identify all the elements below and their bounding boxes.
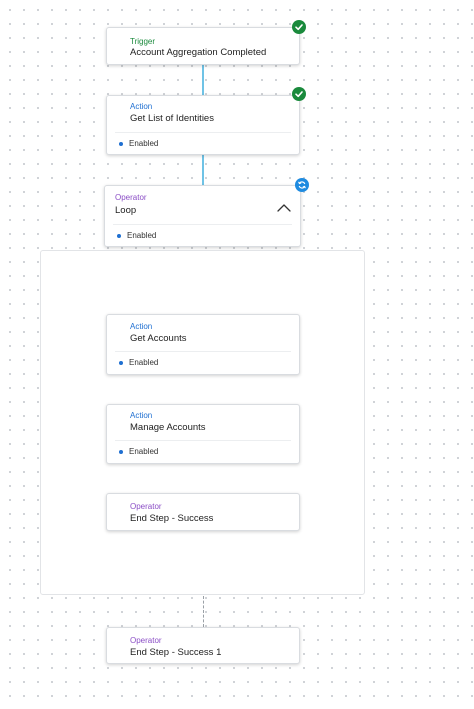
status-text: Enabled [129, 139, 159, 148]
node-type-label: Action [130, 102, 153, 111]
status-badge: Enabled [119, 358, 158, 367]
connector-action-to-loop [202, 155, 204, 185]
node-title: Get Accounts [130, 333, 187, 344]
operator-node-loop[interactable]: Operator Loop Enabled [104, 185, 301, 247]
trigger-node[interactable]: Trigger Account Aggregation Completed [106, 27, 300, 65]
status-badge: Enabled [119, 139, 158, 148]
status-badge: Enabled [119, 447, 158, 456]
action-node-get-list-of-identities[interactable]: Action Get List of Identities Enabled [106, 95, 300, 155]
chevron-up-icon[interactable] [276, 200, 292, 212]
node-type-label: Operator [130, 636, 162, 645]
node-divider [113, 224, 292, 225]
node-divider [115, 132, 291, 133]
status-dot [119, 449, 123, 454]
status-text: Enabled [129, 447, 159, 456]
status-dot [117, 233, 121, 238]
status-text: Enabled [129, 358, 159, 367]
node-title: Loop [115, 205, 137, 216]
node-divider [115, 351, 291, 352]
node-title: End Step - Success 1 [130, 647, 222, 658]
node-type-label: Operator [115, 193, 147, 202]
node-divider [115, 440, 291, 441]
node-type-label: Action [130, 322, 153, 331]
operator-node-end-step-success-1[interactable]: Operator End Step - Success 1 [106, 627, 300, 664]
status-dot [119, 360, 123, 365]
operator-node-end-step-success[interactable]: Operator End Step - Success [106, 493, 300, 531]
node-title: End Step - Success [130, 513, 214, 524]
status-dot [119, 141, 123, 146]
action-node-manage-accounts[interactable]: Action Manage Accounts Enabled [106, 404, 300, 464]
node-type-label: Trigger [130, 37, 156, 46]
node-type-label: Action [130, 411, 153, 420]
connector-trigger-to-action [202, 65, 204, 95]
node-title: Account Aggregation Completed [130, 47, 267, 58]
sync-icon [295, 178, 309, 192]
action-node-get-accounts[interactable]: Action Get Accounts Enabled [106, 314, 300, 375]
node-type-label: Operator [130, 502, 162, 511]
check-circle-icon [292, 20, 306, 34]
connector-loop-to-end-1 [203, 596, 204, 627]
node-title: Manage Accounts [130, 422, 206, 433]
node-title: Get List of Identities [130, 113, 214, 124]
check-circle-icon [292, 87, 306, 101]
status-badge: Enabled [117, 231, 156, 240]
status-text: Enabled [127, 231, 157, 240]
